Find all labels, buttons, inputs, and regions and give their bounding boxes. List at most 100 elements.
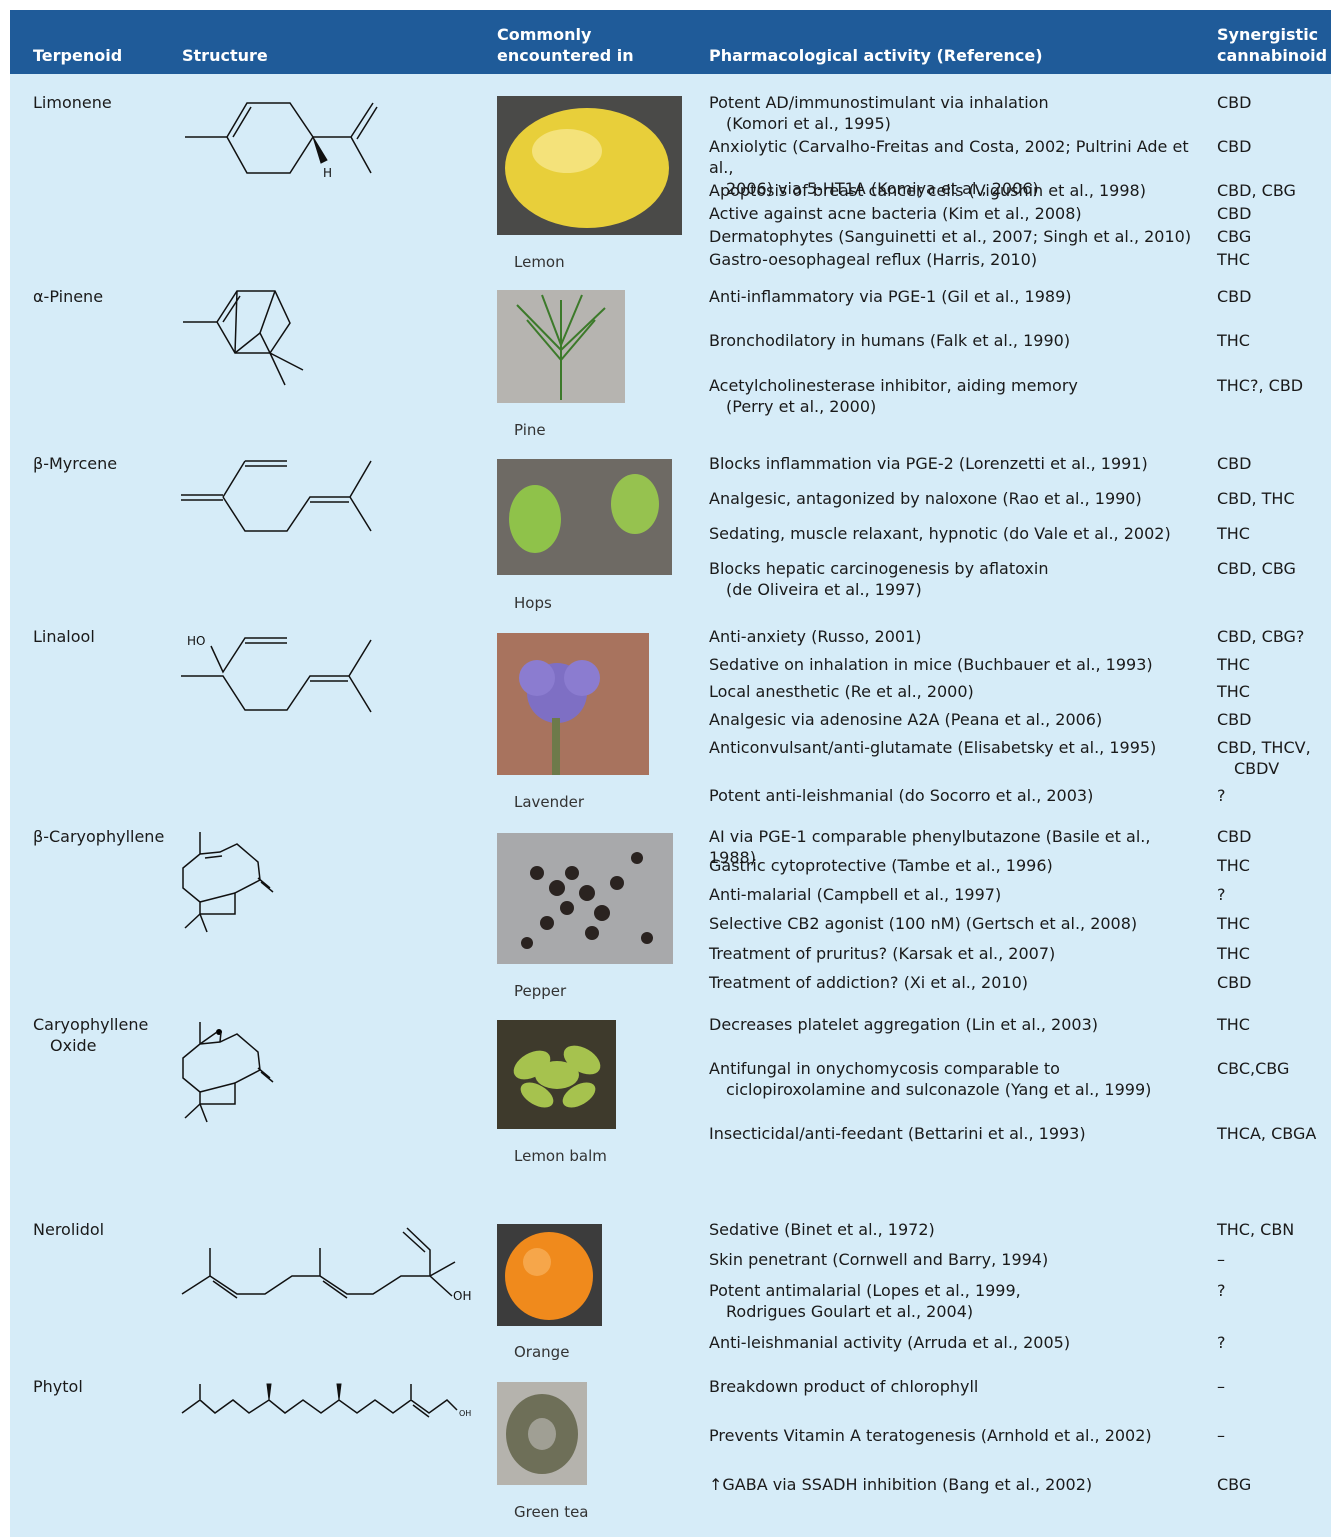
terpenoid-name: Limonene <box>33 93 112 112</box>
activity-item: Decreases platelet aggregation (Lin et a… <box>709 1015 1098 1034</box>
cannabinoid-value: ? <box>1217 786 1226 805</box>
cannabinoid-value: THC <box>1217 682 1250 701</box>
activity-item: Sedative (Binet et al., 1972) <box>709 1220 935 1239</box>
caryophyllene-oxide-structure <box>182 1022 274 1123</box>
cannabinoid-value: – <box>1217 1250 1225 1269</box>
cannabinoid-value: CBD <box>1217 287 1252 306</box>
cannabinoid-value: CBG <box>1217 1475 1252 1494</box>
terpenoid-name: β-Myrcene <box>33 454 118 473</box>
activity-item: Gastro-oesophageal reflux (Harris, 2010) <box>709 250 1038 269</box>
activity-item: Analgesic via adenosine A2A (Peana et al… <box>709 710 1103 729</box>
activity-item: Prevents Vitamin A teratogenesis (Arnhol… <box>709 1426 1152 1445</box>
activity-item: ↑GABA via SSADH inhibition (Bang et al.,… <box>709 1475 1093 1494</box>
activity-item: Dermatophytes (Sanguinetti et al., 2007;… <box>709 227 1192 246</box>
header-synergy-1: Synergistic <box>1217 25 1319 44</box>
activity-item: Blocks inflammation via PGE-2 (Lorenzett… <box>709 454 1148 473</box>
source-caption: Lavender <box>514 793 585 811</box>
orange-photo <box>497 1224 602 1326</box>
source-caption: Green tea <box>514 1503 589 1521</box>
activity-item: Breakdown product of chlorophyll <box>709 1377 979 1396</box>
terpenoid-name: β-Caryophyllene <box>33 827 165 846</box>
beta-myrcene-structure <box>181 460 372 532</box>
activity-item: Active against acne bacteria (Kim et al.… <box>709 204 1082 223</box>
linalool-structure: HO <box>181 634 372 713</box>
activity-item: Treatment of addiction? (Xi et al., 2010… <box>709 973 1028 992</box>
cannabinoid-value: CBD <box>1217 204 1252 223</box>
pepper-photo <box>497 833 673 964</box>
cannabinoid-value: CBD, CBG <box>1217 559 1296 578</box>
cannabinoid-value: THC <box>1217 250 1250 269</box>
cannabinoid-value: CBD <box>1217 93 1252 112</box>
header-structure: Structure <box>182 46 268 65</box>
cannabinoid-value: THC <box>1217 1015 1250 1034</box>
activity-item: Bronchodilatory in humans (Falk et al., … <box>709 331 1071 350</box>
cannabinoid-value: ? <box>1217 885 1226 904</box>
svg-text:OH: OH <box>459 1409 471 1418</box>
activity-item: Skin penetrant (Cornwell and Barry, 1994… <box>709 1250 1049 1269</box>
header-activity: Pharmacological activity (Reference) <box>709 46 1043 65</box>
activity-item: Sedating, muscle relaxant, hypnotic (do … <box>709 524 1171 543</box>
table-background <box>10 10 1331 1537</box>
activity-item: Apoptosis of breast cancer cells (Vigush… <box>709 181 1146 200</box>
cannabinoid-value: – <box>1217 1426 1225 1445</box>
terpenoid-name: Linalool <box>33 627 95 646</box>
activity-item: Acetylcholinesterase inhibitor, aiding m… <box>709 376 1078 416</box>
activity-item: Anticonvulsant/anti-glutamate (Elisabets… <box>709 738 1157 757</box>
source-caption: Orange <box>514 1343 570 1361</box>
activity-item: Anti-anxiety (Russo, 2001) <box>709 627 922 646</box>
cannabinoid-value: CBD, CBG <box>1217 181 1296 200</box>
lemon-photo <box>497 96 682 235</box>
cannabinoid-value: CBD <box>1217 137 1252 156</box>
activity-item: Antifungal in onychomycosis comparable t… <box>709 1059 1152 1099</box>
beta-caryophyllene-structure <box>182 832 274 933</box>
cannabinoid-value: THCA, CBGA <box>1217 1124 1317 1143</box>
header-synergy-2: cannabinoid <box>1217 46 1328 65</box>
svg-text:OH: OH <box>453 1289 471 1303</box>
cannabinoid-value: ? <box>1217 1281 1226 1300</box>
cannabinoid-value: THC?, CBD <box>1217 376 1304 395</box>
cannabinoid-value: THC, CBN <box>1217 1220 1295 1239</box>
source-caption: Pine <box>514 421 546 439</box>
activity-item: Potent antimalarial (Lopes et al., 1999,… <box>709 1281 1021 1321</box>
cannabinoid-value: THC <box>1217 655 1250 674</box>
table-header: Terpenoid Structure Commonly encountered… <box>10 10 1331 74</box>
cannabinoid-value: CBD, CBG? <box>1217 627 1305 646</box>
activity-item: Anti-malarial (Campbell et al., 1997) <box>709 885 1002 904</box>
source-caption: Lemon balm <box>514 1147 607 1165</box>
activity-item: Anti-inflammatory via PGE-1 (Gil et al.,… <box>709 287 1072 306</box>
activity-item: Anxiolytic (Carvalho-Freitas and Costa, … <box>709 137 1189 198</box>
cannabinoid-value: CBD <box>1217 973 1252 992</box>
lemon-balm-photo <box>497 1020 616 1129</box>
phytol-structure: OH <box>181 1383 471 1418</box>
activity-item: Selective CB2 agonist (100 nM) (Gertsch … <box>709 914 1138 933</box>
terpenoid-name: Phytol <box>33 1377 83 1396</box>
activity-item: Blocks hepatic carcinogenesis by aflatox… <box>709 559 1049 599</box>
terpenoid-name: Caryophyllene <box>33 1015 149 1034</box>
source-caption: Hops <box>514 594 552 612</box>
header-commonly-2: encountered in <box>497 46 634 65</box>
cannabinoid-value: CBC,CBG <box>1217 1059 1290 1078</box>
terpenoid-name: α-Pinene <box>33 287 104 306</box>
activity-item: Treatment of pruritus? (Karsak et al., 2… <box>709 944 1056 963</box>
alpha-pinene-structure <box>183 290 304 386</box>
limonene-structure: H <box>185 102 378 180</box>
cannabinoid-value: CBD <box>1217 710 1252 729</box>
cannabinoid-value: CBD, THC <box>1217 489 1295 508</box>
header-terpenoid: Terpenoid <box>33 46 123 65</box>
nerolidol-structure: OH <box>181 1227 471 1303</box>
source-caption: Lemon <box>514 253 565 271</box>
svg-text:H: H <box>323 166 332 180</box>
terpenoid-name: Nerolidol <box>33 1220 105 1239</box>
cannabinoid-value: CBD <box>1217 827 1252 846</box>
cannabinoid-value: THC <box>1217 524 1250 543</box>
cannabinoid-value: CBD <box>1217 454 1252 473</box>
cannabinoid-value: – <box>1217 1377 1225 1396</box>
activity-item: Potent anti-leishmanial (do Socorro et a… <box>709 786 1094 805</box>
activity-item: Potent AD/immunostimulant via inhalation… <box>709 93 1049 133</box>
activity-item: Analgesic, antagonized by naloxone (Rao … <box>709 489 1142 508</box>
activity-item: Local anesthetic (Re et al., 2000) <box>709 682 974 701</box>
green-tea-photo <box>497 1382 587 1485</box>
cannabinoid-value: THC <box>1217 914 1250 933</box>
pine-photo <box>497 290 625 403</box>
activity-item: Anti-leishmanial activity (Arruda et al.… <box>709 1333 1071 1352</box>
